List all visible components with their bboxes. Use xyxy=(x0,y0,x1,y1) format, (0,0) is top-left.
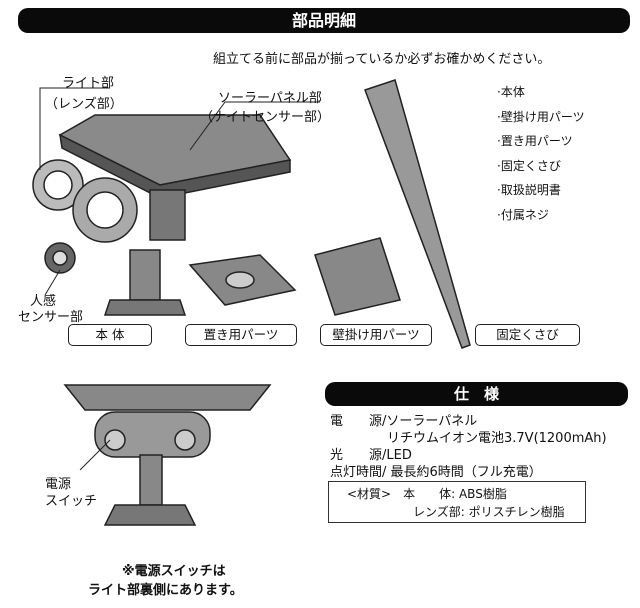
material-box: <材質> 本 体: ABS樹脂 レンズ部: ポリスチレン樹脂 xyxy=(328,481,586,523)
parts-list-item: ·置き用パーツ xyxy=(497,134,573,148)
part-box-wall: 壁掛け用パーツ xyxy=(320,324,432,346)
spec-light: 光 源/LED xyxy=(330,448,412,463)
spec-battery: リチウムイオン電池3.7V(1200mAh) xyxy=(387,431,607,446)
parts-list-item: ·壁掛け用パーツ xyxy=(497,109,585,124)
label-night-sensor: （ナイトセンサー部） xyxy=(200,110,331,125)
section-title-parts: 部品明細 xyxy=(18,8,630,33)
part-box-body: 本 体 xyxy=(68,324,152,346)
body-back-illustration xyxy=(63,384,272,411)
section-title-spec: 仕 様 xyxy=(325,382,628,406)
note-switch-1: ※電源スイッチは xyxy=(122,564,226,579)
material-body: <材質> 本 体: ABS樹脂 xyxy=(347,487,507,501)
material-lens: レンズ部: ポリスチレン樹脂 xyxy=(413,505,565,519)
part-box-stake: 固定くさび xyxy=(475,324,580,346)
label-motion-sensor-2: センサー部 xyxy=(18,310,84,325)
spec-power: 電 源/ソーラーパネル xyxy=(330,414,478,429)
instruction-text: 組立てる前に部品が揃っているか必ずお確かめください。 xyxy=(213,52,551,67)
parts-list-item: ·付属ネジ xyxy=(497,207,549,222)
label-motion-sensor-1: 人感 xyxy=(30,294,57,309)
note-switch-2: ライト部裏側にあります。 xyxy=(88,583,243,598)
parts-list-item: ·取扱説明書 xyxy=(497,183,561,197)
parts-list-item: ·本体 xyxy=(497,85,525,99)
label-lens: （レンズ部） xyxy=(45,97,123,112)
label-power: 電源 xyxy=(45,477,72,492)
label-light: ライト部 xyxy=(62,76,115,91)
label-switch: スイッチ xyxy=(45,494,98,509)
parts-list-item: ·固定くさび xyxy=(497,158,561,173)
stake-illustration xyxy=(364,79,471,349)
part-box-stand: 置き用パーツ xyxy=(185,324,297,346)
spec-runtime: 点灯時間/ 最長約6時間（フル充電） xyxy=(330,465,542,480)
wall-part-illustration xyxy=(314,237,401,316)
label-solar-panel: ソーラーパネル部 xyxy=(218,91,322,106)
parts-list: ·本体 ·壁掛け用パーツ ·置き用パーツ ·固定くさび ·取扱説明書 ·付属ネジ xyxy=(497,80,585,227)
